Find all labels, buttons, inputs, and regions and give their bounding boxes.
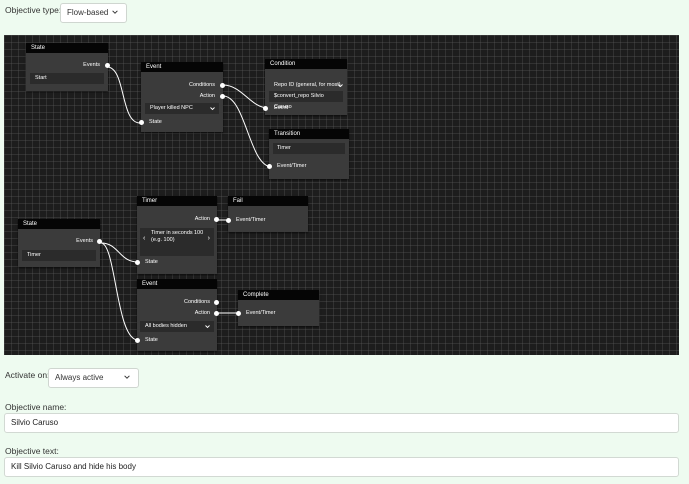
conditions-output-port[interactable]	[214, 300, 219, 305]
objective-type-value: Flow-based	[67, 8, 109, 17]
node-title: Event	[137, 279, 217, 289]
node-title: State	[26, 43, 108, 53]
chevron-down-icon	[124, 375, 130, 379]
action-port-label: Action	[194, 310, 210, 316]
conditions-port-label: Conditions	[184, 299, 210, 305]
conditions-port-label: Conditions	[189, 82, 215, 88]
state-node-timer[interactable]: State Events Timer	[18, 219, 102, 267]
transition-type-field[interactable]: Timer	[273, 143, 345, 154]
wire-action-to-transition	[222, 95, 273, 168]
fail-node[interactable]: Fail Event/Timer	[225, 196, 308, 232]
activate-on-label: Activate on:	[5, 370, 50, 380]
event-input-port[interactable]	[262, 106, 268, 111]
timer-node[interactable]: Timer Action ‹ Timer in seconds (e.g. 10…	[134, 196, 219, 274]
node-title: Timer	[137, 196, 217, 206]
connection-wires	[100, 66, 273, 341]
objective-name-label: Objective name:	[5, 402, 67, 412]
conditions-output-port[interactable]	[220, 83, 225, 88]
chevron-down-icon	[338, 84, 343, 88]
condition-type-select[interactable]: Repo ID (general, for most)	[267, 80, 345, 90]
chevron-left-icon[interactable]: ‹	[143, 235, 146, 242]
state-name-field[interactable]: Timer	[22, 250, 96, 261]
event-port-label: Event	[274, 105, 289, 111]
objective-text-label: Objective text:	[5, 446, 59, 456]
condition-node[interactable]: Condition Repo ID (general, for most) $c…	[262, 59, 347, 115]
event-type-value: Player killed NPC	[150, 105, 193, 111]
complete-node[interactable]: Complete Event/Timer	[235, 290, 319, 326]
events-output-port[interactable]	[97, 239, 102, 244]
objective-type-select[interactable]: Flow-based	[60, 3, 127, 23]
node-title: State	[18, 219, 100, 229]
condition-type-value: Repo ID (general, for most)	[274, 82, 341, 88]
state-port-label: State	[145, 337, 158, 343]
event-timer-port-label: Event/Timer	[246, 310, 276, 316]
event-type-value: All bodies hidden	[145, 323, 187, 329]
node-title: Transition	[269, 129, 349, 139]
node-title: Condition	[265, 59, 347, 69]
node-title: Complete	[238, 290, 319, 300]
state-port-label: State	[145, 259, 158, 265]
condition-value-field[interactable]: $convert_repo Silvio Caruso	[269, 91, 343, 110]
wire-conditions-to-condition	[222, 84, 269, 109]
flow-graph-canvas[interactable]: State Events Start Event Conditions Acti…	[4, 35, 679, 355]
action-port-label: Action	[199, 93, 215, 99]
event-node-player-killed[interactable]: Event Conditions Action Player killed NP…	[138, 62, 225, 132]
events-port-label: Events	[76, 238, 93, 244]
action-output-port[interactable]	[214, 217, 219, 222]
event-timer-port-label: Event/Timer	[277, 163, 307, 169]
objective-type-label: Objective type:	[5, 5, 62, 15]
state-input-port[interactable]	[134, 260, 140, 265]
state-port-label: State	[149, 119, 162, 125]
event-timer-input-port[interactable]	[266, 164, 272, 169]
state-node-start[interactable]: State Events Start	[26, 43, 110, 91]
chevron-down-icon	[210, 107, 215, 111]
event-type-select[interactable]: All bodies hidden	[140, 321, 214, 332]
objective-name-input[interactable]: Silvio Caruso	[4, 413, 679, 433]
action-output-port[interactable]	[214, 311, 219, 316]
chevron-right-icon[interactable]: ›	[207, 235, 210, 242]
transition-node[interactable]: Transition Timer Event/Timer	[266, 129, 349, 179]
events-output-port[interactable]	[105, 63, 110, 68]
event-type-select[interactable]: Player killed NPC	[145, 103, 219, 114]
wire-state-timer-to-event	[100, 242, 139, 341]
event-timer-port-label: Event/Timer	[236, 217, 266, 223]
event-node-bodies-hidden[interactable]: Event Conditions Action All bodies hidde…	[134, 279, 219, 351]
state-input-port[interactable]	[134, 338, 140, 343]
event-timer-input-port[interactable]	[225, 218, 231, 223]
state-input-port[interactable]	[138, 120, 144, 125]
event-timer-input-port[interactable]	[235, 311, 241, 316]
events-port-label: Events	[83, 62, 100, 68]
chevron-down-icon	[112, 10, 118, 14]
node-title: Event	[141, 62, 223, 72]
objective-text-input[interactable]: Kill Silvio Caruso and hide his body	[4, 457, 679, 477]
timer-value[interactable]: 100	[194, 230, 204, 236]
activate-on-select[interactable]: Always active	[48, 368, 139, 388]
wire-state-timer-to-timer	[100, 242, 139, 263]
activate-on-value: Always active	[55, 373, 104, 382]
node-title: Fail	[228, 196, 308, 206]
timer-stepper[interactable]: ‹ Timer in seconds (e.g. 100) 100 ›	[140, 228, 214, 256]
wire-state-start-to-event	[106, 66, 141, 124]
timer-label: Timer in seconds (e.g. 100)	[151, 230, 193, 243]
state-name-field[interactable]: Start	[30, 73, 104, 84]
chevron-down-icon	[205, 325, 210, 329]
action-port-label: Action	[194, 216, 210, 222]
action-output-port[interactable]	[220, 94, 225, 99]
